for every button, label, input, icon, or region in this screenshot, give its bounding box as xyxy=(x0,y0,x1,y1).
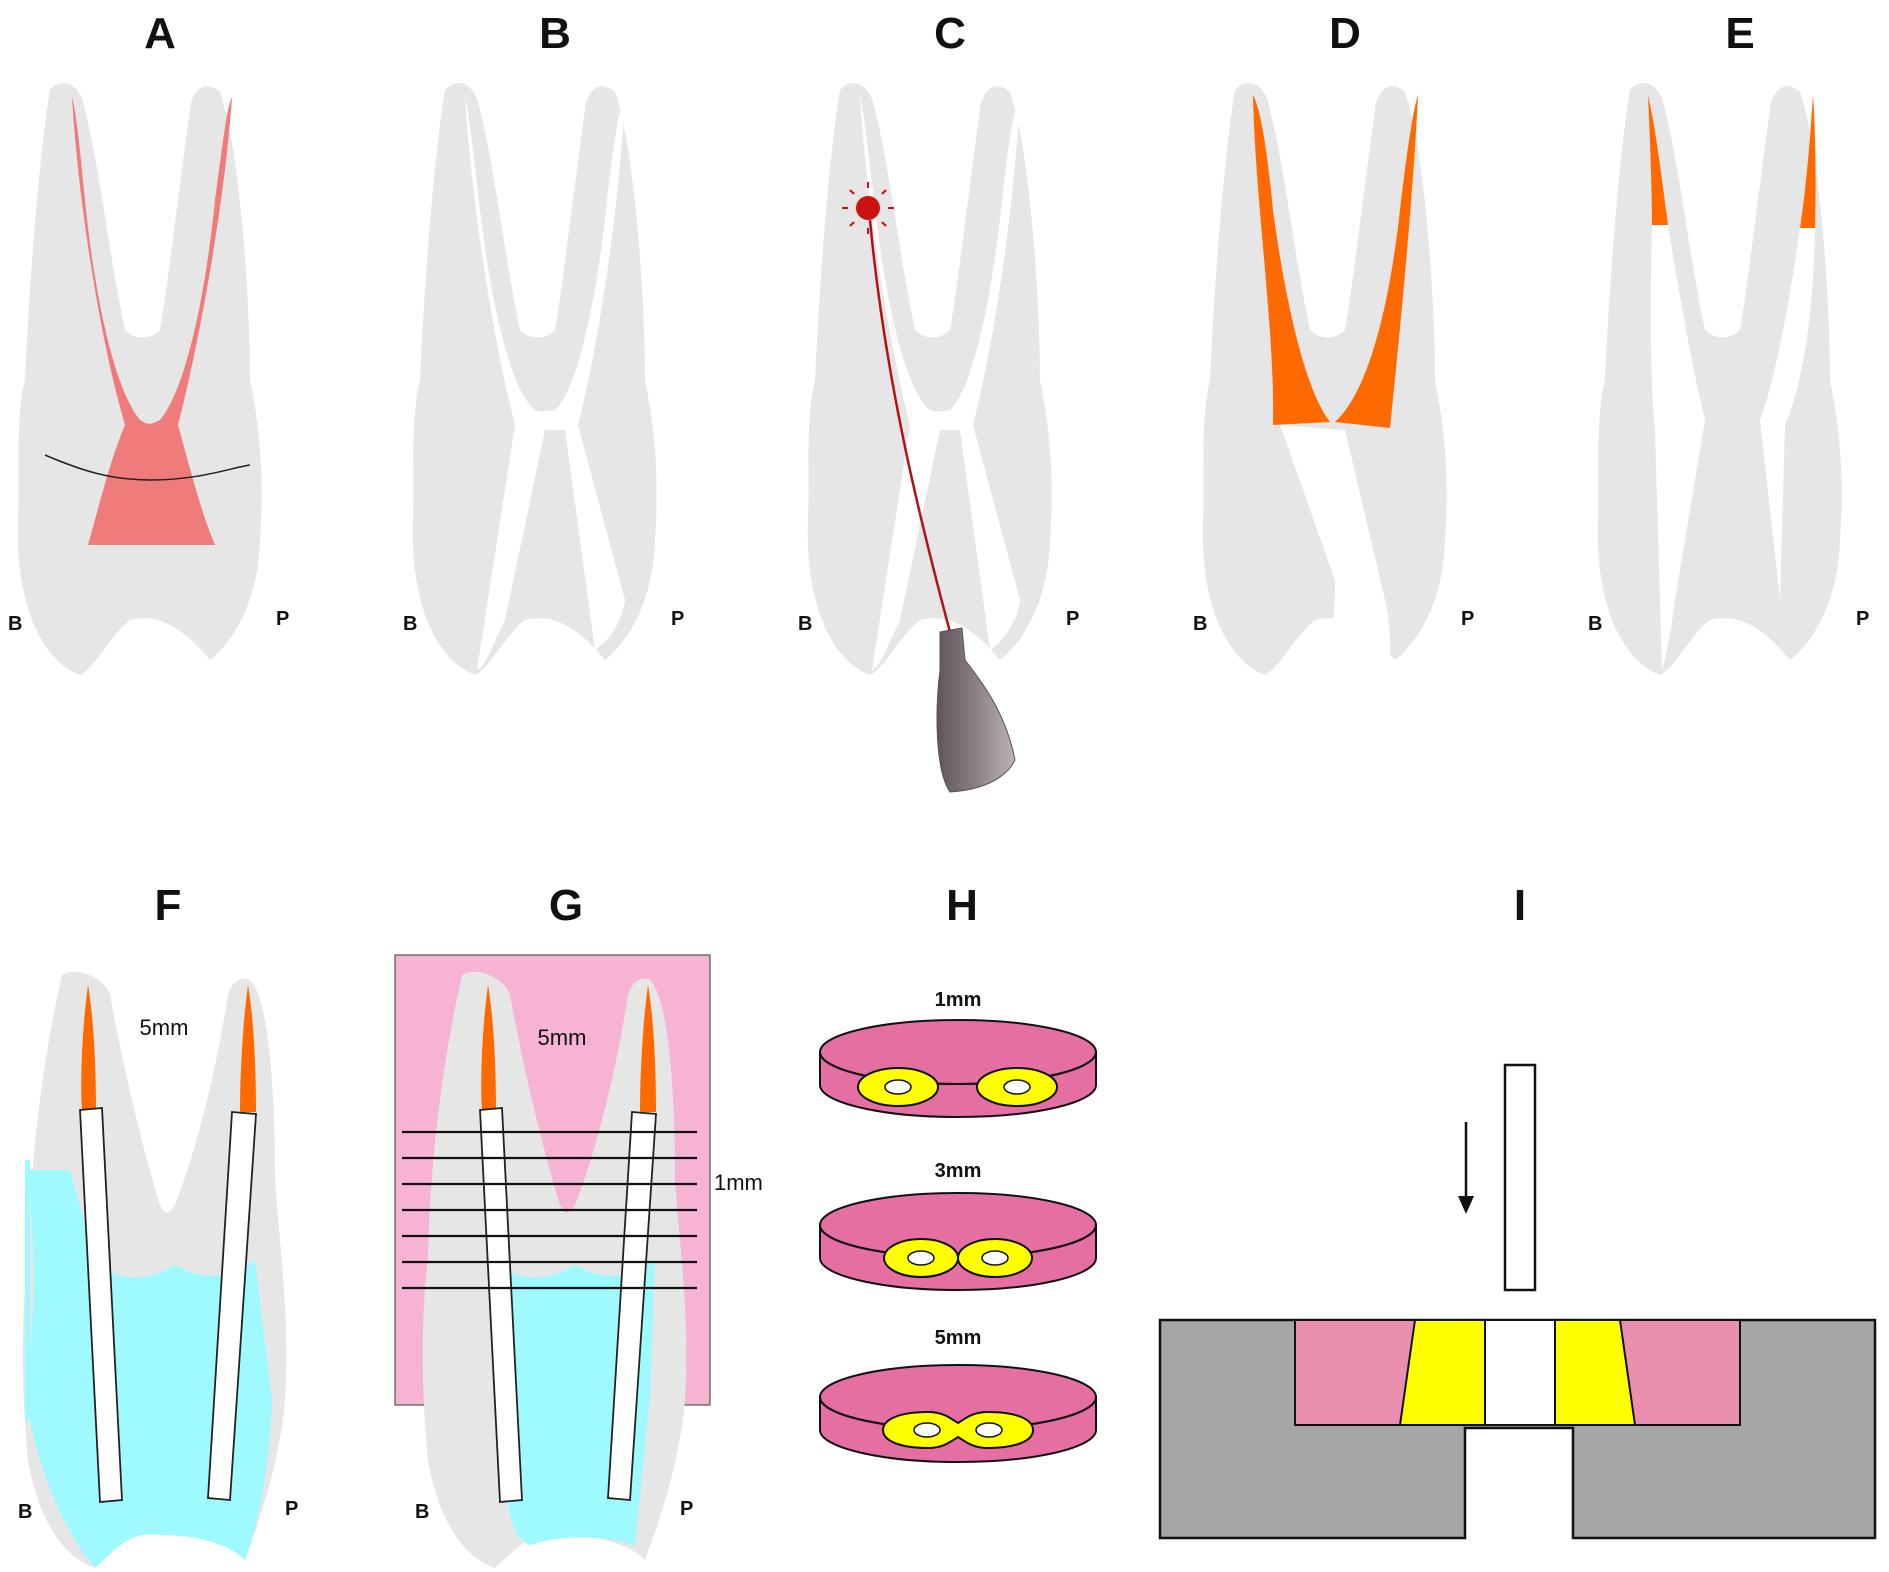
fiber-post-right xyxy=(207,1111,257,1501)
section-depth-label: 3mm xyxy=(935,1160,982,1182)
palatal-label: P xyxy=(1066,608,1079,630)
post-cross-section-right xyxy=(976,1067,1058,1107)
panel-h-label: H xyxy=(946,881,978,930)
buccal-label: B xyxy=(415,1501,429,1523)
panel-b: B B P xyxy=(403,9,684,676)
gutta-percha-filling xyxy=(1253,95,1418,428)
prepared-canal-space xyxy=(465,95,625,670)
cement-left-edge xyxy=(25,1160,30,1420)
palatal-label: P xyxy=(671,608,684,630)
specimen-dentin-left xyxy=(1398,1319,1486,1426)
specimen-dentin-right xyxy=(1554,1319,1637,1426)
panel-a-label: A xyxy=(144,9,176,58)
palatal-label: P xyxy=(1856,608,1869,630)
section-depth-label: 1mm xyxy=(935,989,982,1011)
pulp-chamber-and-canals xyxy=(72,97,232,545)
laser-dot xyxy=(856,196,880,220)
panel-a: A B P xyxy=(8,9,289,676)
post-length-label: 5mm xyxy=(140,1015,189,1040)
slice-cut-lines xyxy=(402,1130,697,1290)
gutta-percha-apex-right xyxy=(240,985,256,1112)
panel-g-label: G xyxy=(549,881,583,930)
panel-g: G 5mm 1mm B P xyxy=(394,881,763,1568)
section-disc-5mm: 5mm xyxy=(819,1327,1097,1463)
laser-fiber xyxy=(868,219,952,633)
residual-gutta-percha xyxy=(1648,95,1816,228)
post-space-opening xyxy=(1280,425,1391,930)
load-direction-arrow xyxy=(1458,1122,1474,1214)
specimen-resin-left xyxy=(1294,1319,1416,1426)
specimen-resin-right xyxy=(1619,1319,1741,1426)
palatal-label: P xyxy=(1461,608,1474,630)
buccal-label: B xyxy=(18,1501,32,1523)
embedded-tooth xyxy=(422,971,687,1568)
panel-f-label: F xyxy=(155,881,182,930)
panel-d: D B P xyxy=(1193,9,1474,930)
buccal-label: B xyxy=(403,613,417,635)
fused-post-cross-section xyxy=(881,1410,1035,1450)
panel-i: I xyxy=(1158,881,1877,1540)
tooth-outline xyxy=(1597,83,1842,676)
laser-rays xyxy=(842,182,894,234)
buccal-label: B xyxy=(1193,613,1207,635)
cej-line xyxy=(44,454,251,481)
palatal-label: P xyxy=(285,1498,298,1520)
buccal-label: B xyxy=(1588,613,1602,635)
laser-handpiece xyxy=(936,627,1016,793)
section-depth-label: 5mm xyxy=(935,1327,982,1349)
panel-e: E B P xyxy=(1588,9,1869,676)
laser-tip xyxy=(842,182,894,234)
buccal-label: B xyxy=(798,613,812,635)
post-cross-section-left xyxy=(857,1067,939,1107)
post-cross-section-right xyxy=(957,1238,1033,1278)
palatal-label: P xyxy=(276,608,289,630)
section-disc-3mm: 3mm xyxy=(819,1160,1097,1291)
push-out-plunger xyxy=(1503,1063,1537,1292)
slice-thickness-label: 1mm xyxy=(714,1170,763,1195)
section-disc-1mm: 1mm xyxy=(819,989,1097,1118)
panel-f: F 5mm B P xyxy=(18,881,298,1568)
post-length-label: 5mm xyxy=(538,1025,587,1050)
post-space xyxy=(1650,225,1815,670)
tooth-outline xyxy=(17,83,262,676)
panel-i-label: I xyxy=(1514,881,1526,930)
gutta-percha-apex-left xyxy=(481,985,496,1110)
post-cross-section-left xyxy=(883,1238,959,1278)
palatal-label: P xyxy=(680,1498,693,1520)
gutta-percha-apex-left xyxy=(81,985,96,1110)
gutta-percha-apex-right xyxy=(640,985,656,1112)
fiber-post-left xyxy=(79,1107,123,1503)
panel-c: C B P xyxy=(798,9,1079,793)
panel-h: H 1mm 3mm xyxy=(819,881,1097,1463)
specimen-post xyxy=(1484,1319,1556,1426)
panel-c-label: C xyxy=(934,9,966,58)
prepared-canal-space xyxy=(860,95,1020,670)
fiber-post-left xyxy=(479,1107,523,1503)
buccal-label: B xyxy=(8,613,22,635)
panel-e-label: E xyxy=(1725,9,1754,58)
panel-b-label: B xyxy=(539,9,571,58)
panel-d-label: D xyxy=(1329,9,1361,58)
